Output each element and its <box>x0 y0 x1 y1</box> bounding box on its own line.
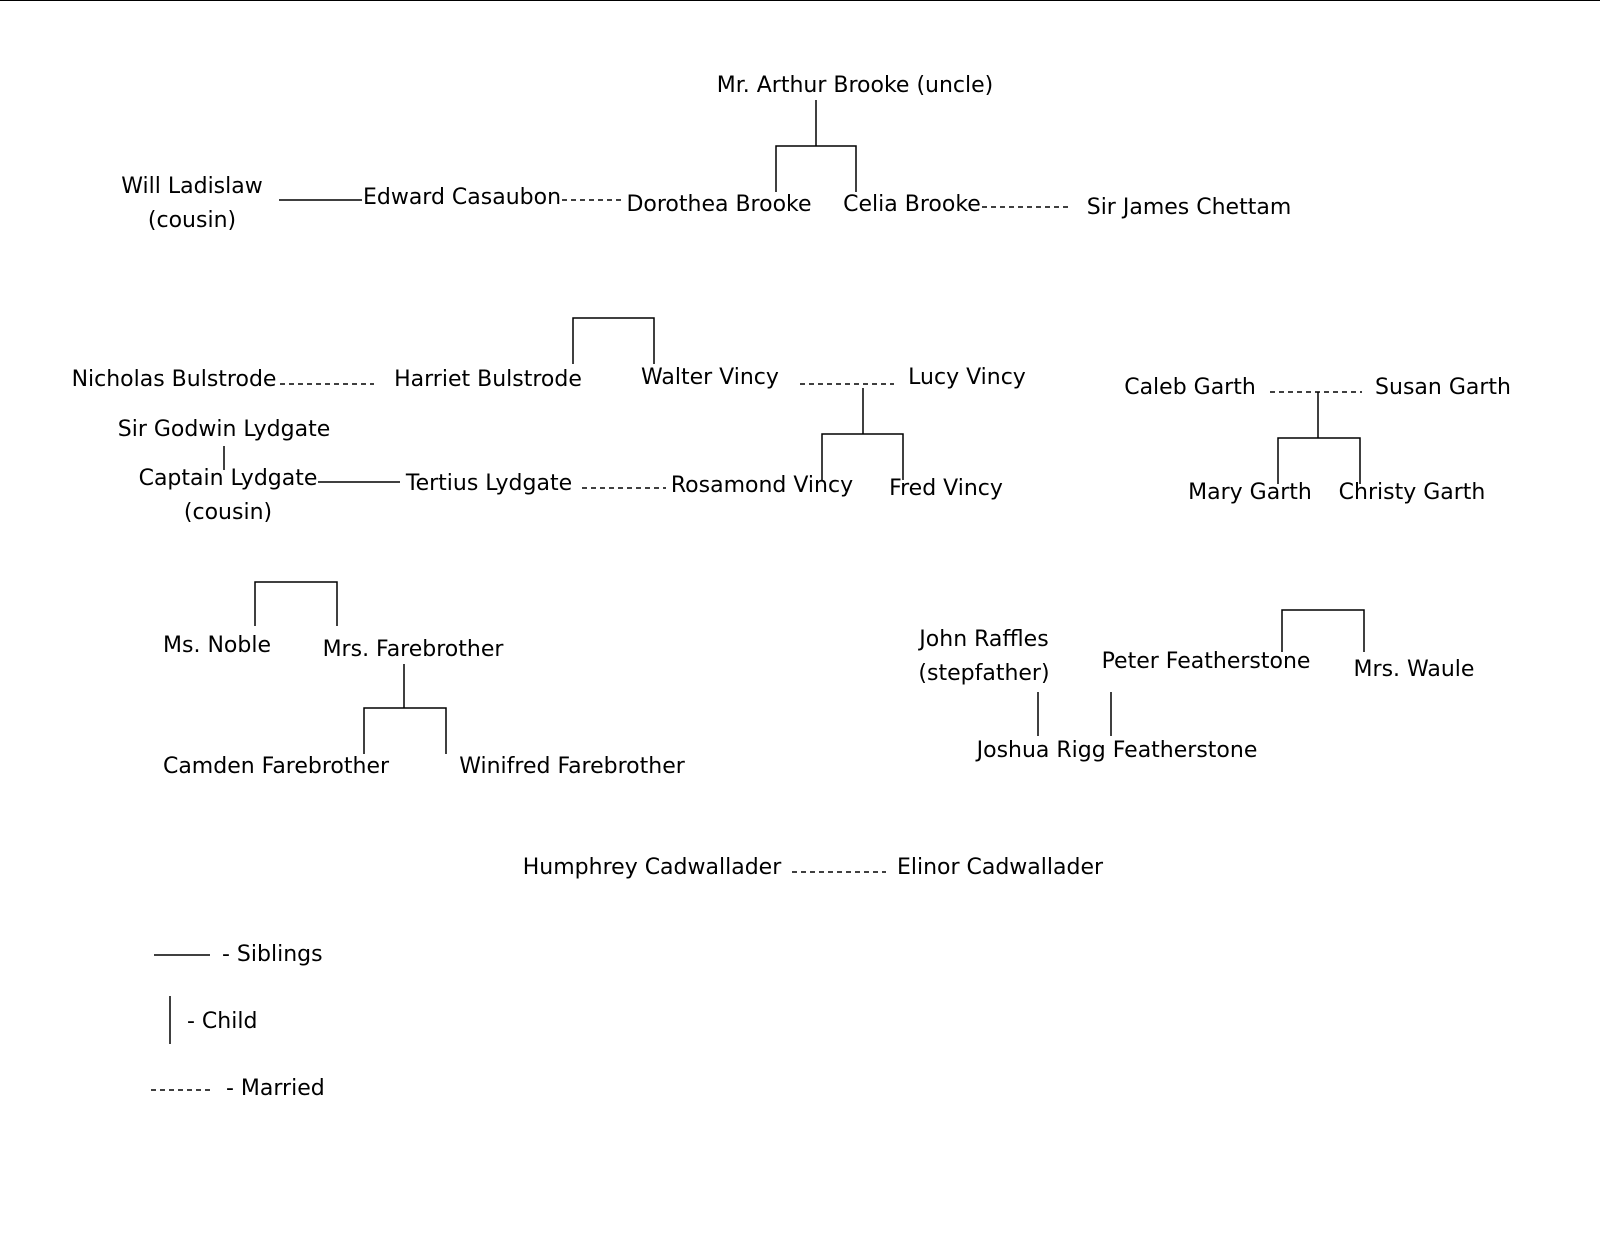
person-godwin-lydgate: Sir Godwin Lydgate <box>118 417 330 442</box>
person-winifred-farebrother: Winifred Farebrother <box>459 754 686 779</box>
person-ms-noble: Ms. Noble <box>163 633 271 658</box>
person-james-chettam: Sir James Chettam <box>1087 195 1292 220</box>
sibling-bracket-brooke-sisters <box>775 145 857 192</box>
person-mrs-waule: Mrs. Waule <box>1354 657 1475 682</box>
person-harriet-bulstrode: Harriet Bulstrode <box>394 367 582 392</box>
person-john-raffles: John Raffles <box>917 627 1048 652</box>
person-tertius-lydgate: Tertius Lydgate <box>405 471 572 496</box>
sibling-bracket-peter-waule <box>1281 609 1365 652</box>
person-christy-garth: Christy Garth <box>1339 480 1486 505</box>
person-elinor-cadwallader: Elinor Cadwallader <box>897 855 1104 880</box>
sibling-bracket-mary-christy <box>1277 437 1361 484</box>
person-walter-vincy: Walter Vincy <box>641 365 779 390</box>
person-fred-vincy: Fred Vincy <box>889 476 1003 501</box>
person-humphrey-cadwallader: Humphrey Cadwallader <box>523 855 782 880</box>
person-rosamond-vincy: Rosamond Vincy <box>671 473 853 498</box>
person-susan-garth: Susan Garth <box>1375 375 1511 400</box>
person-mrs-farebrother: Mrs. Farebrother <box>323 637 505 662</box>
legend-siblings-label: - Siblings <box>222 942 323 967</box>
person-edward-casaubon: Edward Casaubon <box>363 185 561 210</box>
person-dorothea-brooke: Dorothea Brooke <box>626 192 811 217</box>
sibling-bracket-camden-winifred <box>363 707 447 754</box>
top-border <box>0 0 1600 1</box>
person-will-ladislaw: Will Ladislaw <box>121 174 262 199</box>
person-camden-farebrother: Camden Farebrother <box>163 754 390 779</box>
person-mary-garth: Mary Garth <box>1188 480 1312 505</box>
legend-child-label: - Child <box>187 1009 257 1034</box>
note-will-cousin: (cousin) <box>148 208 236 233</box>
note-captain-cousin: (cousin) <box>184 500 272 525</box>
sibling-bracket-noble-farebrother <box>254 581 338 626</box>
legend-married-label: - Married <box>226 1076 325 1101</box>
note-raffles-stepfather: (stepfather) <box>918 661 1049 686</box>
person-nicholas-bulstrode: Nicholas Bulstrode <box>72 367 277 392</box>
person-celia-brooke: Celia Brooke <box>843 192 981 217</box>
sibling-bracket-harriet-walter <box>572 317 655 364</box>
person-lucy-vincy: Lucy Vincy <box>908 365 1026 390</box>
person-joshua-rigg-featherstone: Joshua Rigg Featherstone <box>975 738 1258 763</box>
person-captain-lydgate: Captain Lydgate <box>139 466 318 491</box>
person-arthur-brooke: Mr. Arthur Brooke (uncle) <box>717 73 994 98</box>
person-caleb-garth: Caleb Garth <box>1124 375 1256 400</box>
person-peter-featherstone: Peter Featherstone <box>1102 649 1311 674</box>
sibling-bracket-rosamond-fred <box>821 433 904 480</box>
